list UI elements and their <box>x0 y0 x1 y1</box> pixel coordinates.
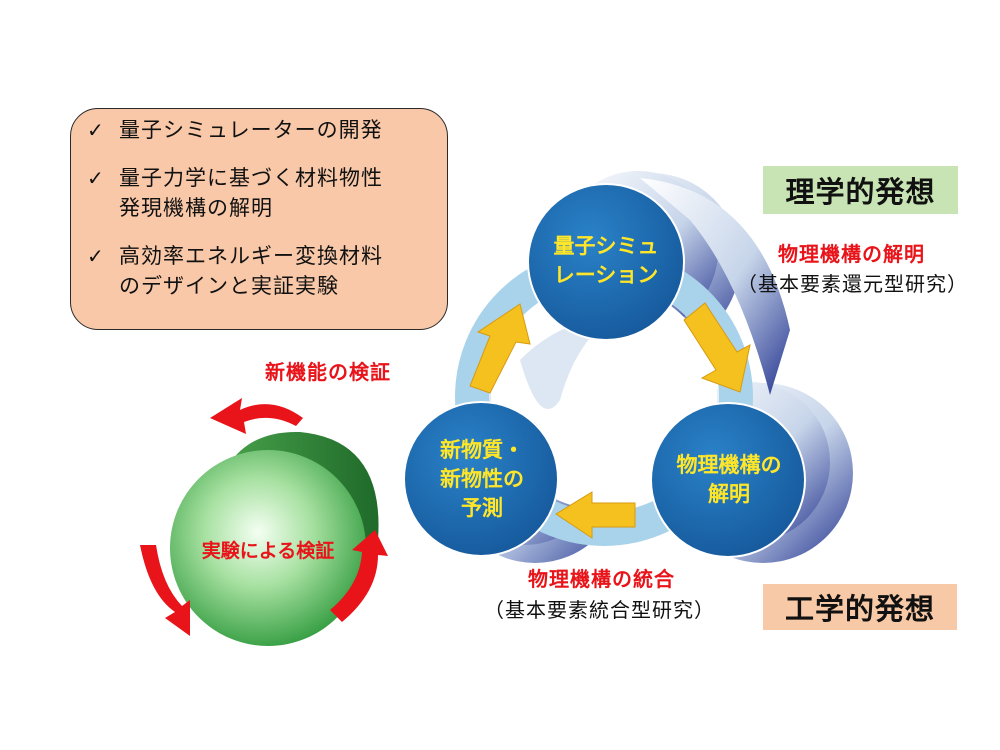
node-top-circle <box>527 183 685 341</box>
list-item-text: 量子力学に基づく材料物性 発現機構の解明 <box>119 166 383 220</box>
label-kaimei-black: （基本要素還元型研究） <box>737 272 968 296</box>
list-item: ✓ 高効率エネルギー変換材料 のデザインと実証実験 <box>87 241 437 301</box>
node-right-label: 物理機構の 解明 <box>676 453 782 506</box>
arrow-left-to-top <box>469 303 531 394</box>
list-item: ✓ 量子力学に基づく材料物性 発現機構の解明 <box>87 163 437 223</box>
label-togo-red: 物理機構の統合 <box>528 567 675 591</box>
node-left-circle <box>403 401 559 557</box>
list-item-text: 高効率エネルギー変換材料 のデザインと実証実験 <box>119 244 383 298</box>
sphere-red-arrows <box>140 398 388 636</box>
node-top-label: 量子シミュ レーション <box>553 234 659 287</box>
label-kaimei-red: 物理機構の解明 <box>778 242 925 266</box>
label-togo-black: （基本要素統合型研究） <box>484 598 715 622</box>
check-icon: ✓ <box>87 118 104 142</box>
check-icon: ✓ <box>87 244 104 268</box>
node-right-circle <box>650 402 806 558</box>
experiment-sphere <box>170 431 379 646</box>
label-shinkino: 新機能の検証 <box>265 360 391 384</box>
research-list-box: ✓ 量子シミュレーターの開発 ✓ 量子力学に基づく材料物性 発現機構の解明 ✓ … <box>70 108 448 330</box>
list-item-text: 量子シミュレーターの開発 <box>119 118 383 142</box>
cycle-arrows <box>469 302 751 539</box>
tag-kogaku: 工学的発想 <box>763 584 957 630</box>
red-arrow-right <box>330 530 388 622</box>
node-left-label: 新物質・ 新物性の 予測 <box>440 438 524 520</box>
arrow-top-to-right <box>683 302 751 393</box>
arrow-right-to-left <box>555 491 636 539</box>
list-item: ✓ 量子シミュレーターの開発 <box>87 115 437 145</box>
red-arrow-top <box>210 398 303 434</box>
check-icon: ✓ <box>87 166 104 190</box>
tag-rigaku: 理学的発想 <box>763 166 958 214</box>
sphere-label: 実験による検証 <box>201 540 335 562</box>
red-arrow-left <box>140 545 190 636</box>
